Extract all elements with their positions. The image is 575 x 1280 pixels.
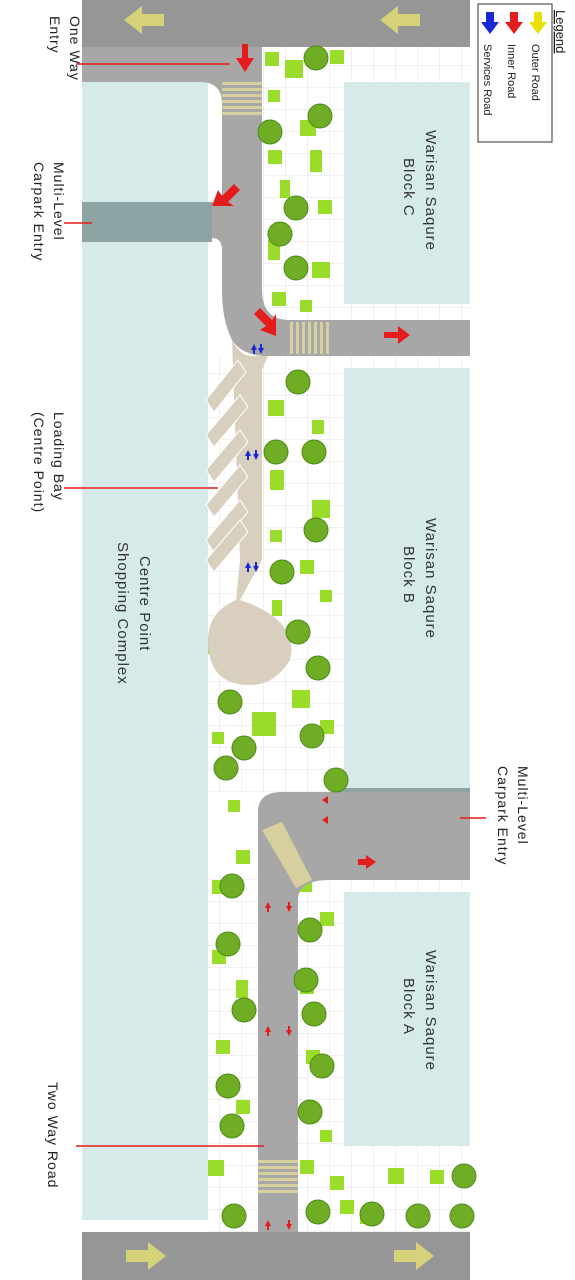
carpark-road-link xyxy=(212,202,222,238)
label-block-a: Warisan Saqure Block A xyxy=(400,950,439,1076)
callout-one-way-entry: One Way Entry xyxy=(47,16,83,86)
legend-title: Legend xyxy=(553,10,568,53)
legend-inner-road: Inner Road xyxy=(505,44,517,98)
callout-lines xyxy=(64,63,486,1147)
green-landscape-squares xyxy=(208,50,444,1224)
inner-road-one-way xyxy=(82,47,470,356)
diagonal-crossing xyxy=(262,822,312,888)
loading-bay-stalls xyxy=(205,359,249,573)
building-block-b xyxy=(344,368,470,788)
outer-road-arrows xyxy=(124,6,434,1270)
carpark-entry-lane xyxy=(340,820,470,832)
red-arrow-icon xyxy=(236,44,254,72)
blue-arrow-icon xyxy=(481,12,499,34)
yellow-arrow-icon xyxy=(380,6,420,34)
building-block-a xyxy=(344,892,470,1146)
trees xyxy=(213,45,477,1229)
legend-outer-road: Outer Road xyxy=(529,44,541,101)
building-centre-point xyxy=(82,82,208,1220)
callout-loading-bay: Loading Bay (Centre Point) xyxy=(31,412,67,513)
red-arrow-icon xyxy=(254,308,276,336)
label-centre-point: Centre Point Shopping Complex xyxy=(114,542,153,685)
label-block-b: Warisan Saqure Block B xyxy=(400,518,439,644)
building-block-c xyxy=(344,82,470,304)
carpark-ramp-left xyxy=(82,202,212,242)
red-arrow-icon xyxy=(358,855,376,869)
legend-services-road: Services Road xyxy=(481,44,493,116)
callout-carpark-entry-right: Multi-Level Carpark Entry xyxy=(495,766,531,865)
two-way-arrows xyxy=(265,902,292,1230)
loading-bay-road xyxy=(208,340,292,685)
red-arrow-icon xyxy=(212,184,240,206)
callout-carpark-entry-left: Multi-Level Carpark Entry xyxy=(31,162,67,261)
red-arrow-icon xyxy=(384,326,410,344)
yellow-arrow-icon xyxy=(126,1242,166,1270)
zebra-crossings xyxy=(222,82,329,1193)
red-arrow-icon xyxy=(505,12,523,34)
callout-two-way-road: Two Way Road xyxy=(45,1082,61,1188)
services-road-arrows xyxy=(245,344,264,572)
yellow-arrow-icon xyxy=(529,12,547,34)
inner-road-arrows xyxy=(212,44,410,869)
yellow-arrow-icon xyxy=(124,6,164,34)
red-arrow-icon xyxy=(322,796,328,804)
legend: Legend Outer Road Inner Road Services Ro… xyxy=(477,3,568,143)
red-arrow-icon xyxy=(322,816,328,824)
label-block-c: Warisan Saqure Block C xyxy=(400,130,439,256)
yellow-arrow-icon xyxy=(394,1242,434,1270)
